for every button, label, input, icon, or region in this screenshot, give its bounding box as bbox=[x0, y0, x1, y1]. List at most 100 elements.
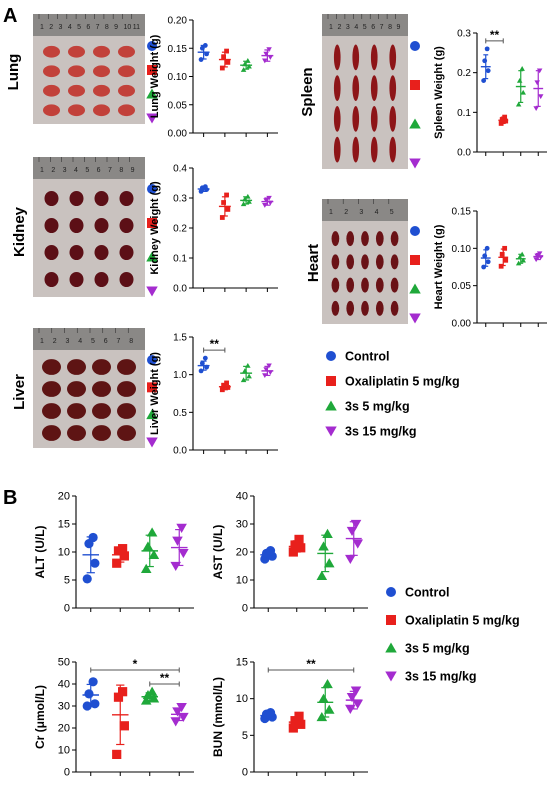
y-tick-label: 0.0 bbox=[173, 446, 187, 457]
ruler-number: 1 bbox=[329, 209, 333, 216]
y-tick-label: 0.4 bbox=[173, 164, 187, 175]
organ-sample bbox=[119, 217, 134, 234]
significance-bracket: * bbox=[90, 657, 180, 673]
group-s3_15 bbox=[170, 523, 189, 572]
legend-item-s3_15: 3s 15 mg/kg bbox=[325, 425, 417, 439]
organ-sample bbox=[93, 65, 110, 78]
photo-group-marker bbox=[147, 382, 157, 393]
data-point bbox=[245, 362, 251, 368]
data-point bbox=[199, 45, 205, 51]
data-point bbox=[224, 380, 229, 386]
organ-title-liver: Liver bbox=[11, 374, 28, 410]
ruler-number: 7 bbox=[108, 167, 112, 174]
data-point bbox=[263, 198, 269, 204]
organ-sample bbox=[69, 244, 84, 261]
y-tick-label: 0.20 bbox=[168, 16, 188, 27]
y-tick-label: 15 bbox=[58, 519, 70, 531]
data-point bbox=[345, 554, 356, 565]
legend-label: 3s 5 mg/kg bbox=[405, 642, 470, 656]
ruler bbox=[33, 14, 145, 36]
organ-sample bbox=[67, 403, 86, 419]
y-tick-label: 0.0 bbox=[173, 284, 187, 295]
group-s3_5 bbox=[515, 251, 526, 266]
data-point bbox=[536, 68, 543, 74]
ruler-number: 6 bbox=[104, 338, 108, 345]
ruler-number: 7 bbox=[117, 338, 121, 345]
data-point bbox=[245, 193, 251, 199]
organ-sample bbox=[375, 277, 384, 293]
data-point bbox=[202, 184, 208, 190]
data-point bbox=[146, 686, 158, 696]
y-tick-label: 0.05 bbox=[168, 100, 188, 111]
data-point bbox=[290, 540, 300, 550]
y-tick-label: 0.15 bbox=[168, 44, 188, 55]
data-point bbox=[219, 215, 225, 220]
group-oxaliplatin bbox=[111, 544, 129, 568]
ruler-number: 9 bbox=[131, 167, 135, 174]
data-point bbox=[225, 59, 231, 65]
legend-marker bbox=[385, 671, 397, 682]
group-s3_15 bbox=[533, 251, 544, 263]
data-point bbox=[246, 198, 252, 204]
y-tick-label: 1.0 bbox=[173, 370, 187, 381]
organ-sample bbox=[390, 277, 399, 293]
data-point bbox=[246, 63, 252, 69]
legend-item-control: Control bbox=[326, 350, 389, 364]
organ-sample bbox=[118, 45, 135, 58]
data-point bbox=[288, 547, 298, 557]
organ-sample bbox=[331, 231, 340, 247]
legend-item-control: Control bbox=[386, 586, 449, 600]
data-point bbox=[146, 527, 158, 537]
legend-marker bbox=[385, 642, 397, 653]
data-point bbox=[515, 260, 522, 266]
data-point bbox=[345, 704, 356, 714]
y-axis-label: BUN (mmol/L) bbox=[211, 677, 225, 757]
organ-sample bbox=[43, 84, 60, 97]
group-s3_15 bbox=[261, 195, 274, 208]
group-control bbox=[197, 43, 210, 62]
organ-sample bbox=[92, 403, 111, 419]
y-tick-label: 0.10 bbox=[168, 72, 188, 83]
significance-label: * bbox=[133, 657, 138, 671]
data-point bbox=[503, 257, 509, 263]
group-s3_5 bbox=[240, 362, 253, 383]
photo-group-marker bbox=[146, 437, 158, 448]
ruler bbox=[33, 328, 145, 350]
y-tick-label: 0 bbox=[64, 767, 70, 779]
data-point bbox=[263, 51, 269, 57]
legend-label: 3s 5 mg/kg bbox=[345, 400, 410, 414]
photo-group-marker bbox=[146, 286, 158, 297]
photo-group-marker bbox=[146, 88, 158, 99]
organ-sample bbox=[361, 277, 369, 293]
data-point bbox=[266, 363, 272, 369]
data-point bbox=[537, 94, 544, 100]
ruler-number: 5 bbox=[85, 167, 89, 174]
group-oxaliplatin bbox=[111, 684, 129, 759]
data-point bbox=[318, 693, 329, 703]
y-tick-label: 20 bbox=[58, 723, 70, 735]
data-point bbox=[224, 192, 229, 198]
data-point bbox=[503, 118, 509, 124]
data-point bbox=[322, 528, 333, 538]
ruler-number: 4 bbox=[74, 167, 78, 174]
significance-label: ** bbox=[160, 671, 170, 685]
organ-sample bbox=[352, 44, 360, 71]
data-point bbox=[265, 546, 276, 556]
ruler-number: 8 bbox=[119, 167, 123, 174]
organ-sample bbox=[117, 425, 136, 441]
data-point bbox=[172, 536, 183, 546]
ruler-number: 9 bbox=[114, 24, 118, 31]
ruler-number: 6 bbox=[86, 24, 90, 31]
y-tick-label: 40 bbox=[236, 491, 248, 503]
data-point bbox=[533, 106, 539, 112]
y-tick-label: 1.5 bbox=[173, 333, 187, 344]
data-point bbox=[536, 251, 543, 257]
photo-group-marker bbox=[146, 113, 158, 124]
ruler-number: 1 bbox=[329, 24, 333, 31]
data-point bbox=[242, 61, 248, 67]
ruler-number: 4 bbox=[78, 338, 82, 345]
